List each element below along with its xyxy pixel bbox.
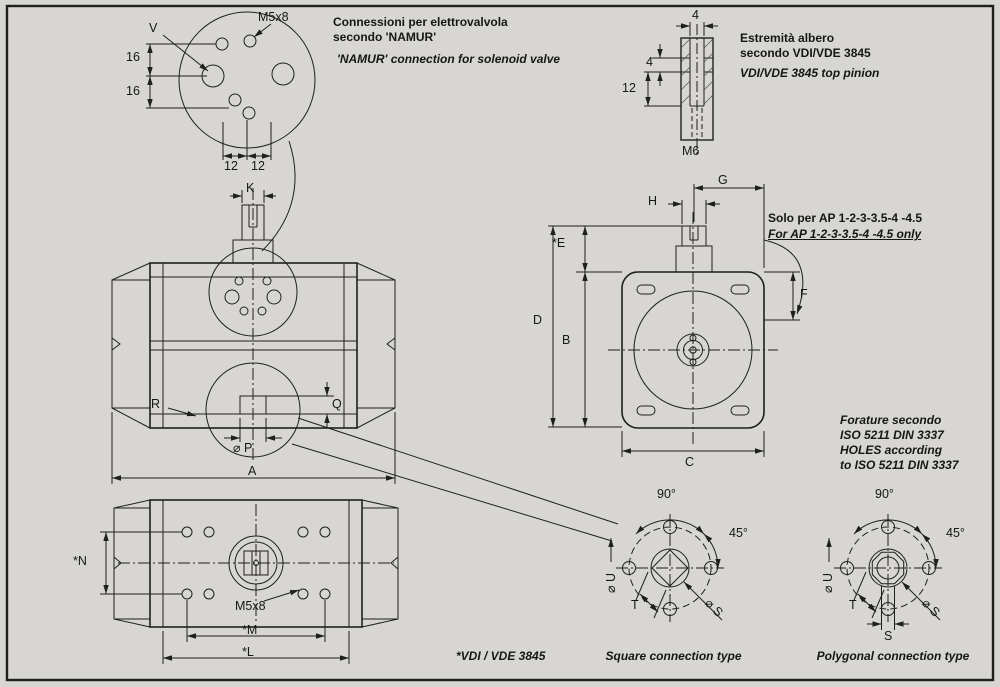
polygonal-dim-u: ⌀ U [821,572,835,593]
square-angle-45: 45° [729,526,748,540]
polygonal-angle-45: 45° [946,526,965,540]
dim-label-16-top: 16 [126,50,140,64]
shaft-note-italian-2: secondo VDI/VDE 3845 [740,46,871,60]
detail-leader-curve [261,140,296,252]
vdi-footnote: *VDI / VDE 3845 [456,649,546,663]
ap-note-english: For AP 1-2-3-3.5-4 -4.5 only [768,227,922,241]
namur-note-italian-2: secondo 'NAMUR' [333,30,437,44]
dim-label-d: D [533,313,543,327]
holes-note-line-1: Forature secondo [840,413,942,427]
dim-label-h: H [648,194,658,208]
polygonal-angle-90: 90° [875,487,894,501]
sheet-border [5,4,995,682]
dim-label-12-right: 12 [251,159,265,173]
dim-label-q: Q [332,397,342,411]
dim-label-m6: M6 [682,144,700,158]
square-angle-90: 90° [657,487,676,501]
namur-note-english: 'NAMUR' connection for solenoid valve [337,52,561,66]
ap-note-arc [763,239,804,315]
dim-label-l: *L [242,645,254,659]
dim-label-n: *N [73,554,87,568]
shaft-note-english: VDI/VDE 3845 top pinion [740,66,880,80]
dim-label-12-side: 12 [622,81,636,95]
dim-label-m5x8-top: M5x8 [258,10,289,24]
dim-label-m: *M [242,623,258,637]
square-connection-drawing [608,514,724,622]
dim-label-4-side: 4 [646,55,653,69]
front-view-drawing [111,188,619,542]
namur-note-italian-1: Connessioni per elettrovalvola [333,15,508,29]
polygonal-dim-s: S [884,629,893,643]
side-view-drawing [548,184,804,457]
dim-label-k: K [246,181,255,195]
dim-label-16-bottom: 16 [126,84,140,98]
dim-label-c: C [685,455,695,469]
square-dim-u: ⌀ U [604,572,618,593]
shaft-note-italian-1: Estremità albero [740,31,835,45]
dim-label-g: G [718,173,728,187]
hatching [680,38,714,105]
holes-note-line-4: to ISO 5211 DIN 3337 [840,458,959,472]
dim-label-a: A [248,464,257,478]
dim-label-m5x8-bottom: M5x8 [235,599,266,613]
dim-label-b: B [562,333,571,347]
polygonal-dim-t: T [849,598,857,612]
dim-label-f: F [800,287,808,301]
bottom-view-drawing [100,499,399,664]
holes-note-line-3: HOLES according [840,443,943,457]
dim-label-r: R [151,397,161,411]
holes-note-line-2: ISO 5211 DIN 3337 [840,428,944,442]
polygonal-connection-caption: Polygonal connection type [816,649,970,663]
ap-note-italian: Solo per AP 1-2-3-3.5-4 -4.5 [768,211,923,225]
dim-label-12-left: 12 [224,159,238,173]
dim-label-4-top: 4 [692,8,699,22]
dim-label-p: ⌀ P [233,441,253,455]
shaft-detail-drawing [644,22,718,156]
polygonal-connection-drawing [826,514,942,630]
square-dim-t: T [631,598,639,612]
dim-label-e: *E [552,236,566,250]
namur-detail-drawing [146,11,316,252]
square-connection-caption: Square connection type [605,649,742,663]
dim-label-v: V [149,21,158,35]
